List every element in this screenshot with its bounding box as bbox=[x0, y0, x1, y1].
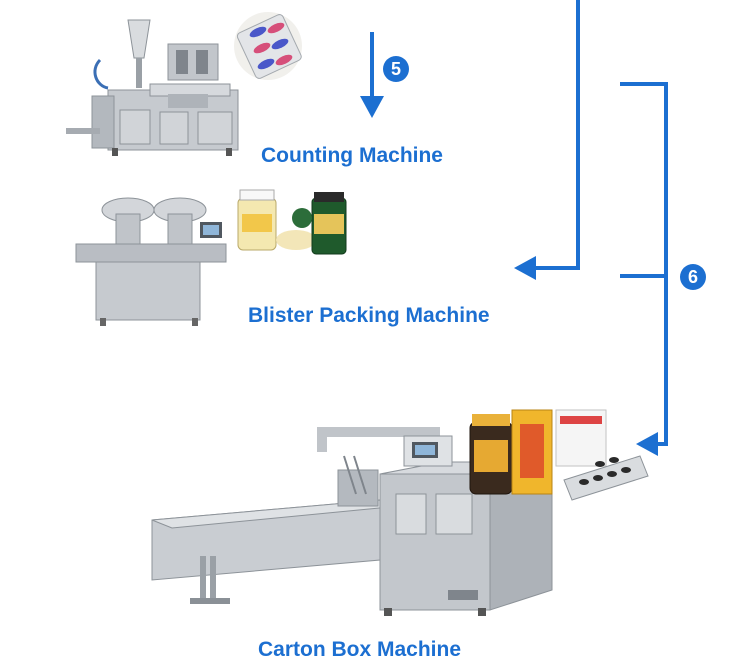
arrow-to-blister-head bbox=[514, 256, 536, 280]
counting-machine-image bbox=[75, 197, 227, 326]
carton-box-machine-label: Carton Box Machine bbox=[258, 638, 462, 661]
arrow-step6-bracket bbox=[620, 82, 668, 446]
counting-machine-label: Counting Machine bbox=[261, 144, 443, 167]
arrow-step6-head bbox=[636, 432, 658, 456]
carton-machine-image bbox=[151, 427, 553, 616]
arrow-step5-head bbox=[360, 96, 384, 118]
step-5-badge: 5 bbox=[383, 56, 409, 82]
capsule-pack-image bbox=[234, 12, 302, 80]
pill-bottles-image bbox=[237, 189, 347, 255]
blister-machine-image bbox=[66, 19, 239, 156]
blister-packing-machine-label: Blister Packing Machine bbox=[248, 304, 490, 327]
medicine-box-image bbox=[469, 409, 649, 501]
arrow-to-blister bbox=[532, 0, 580, 270]
step-6-badge: 6 bbox=[680, 264, 706, 290]
